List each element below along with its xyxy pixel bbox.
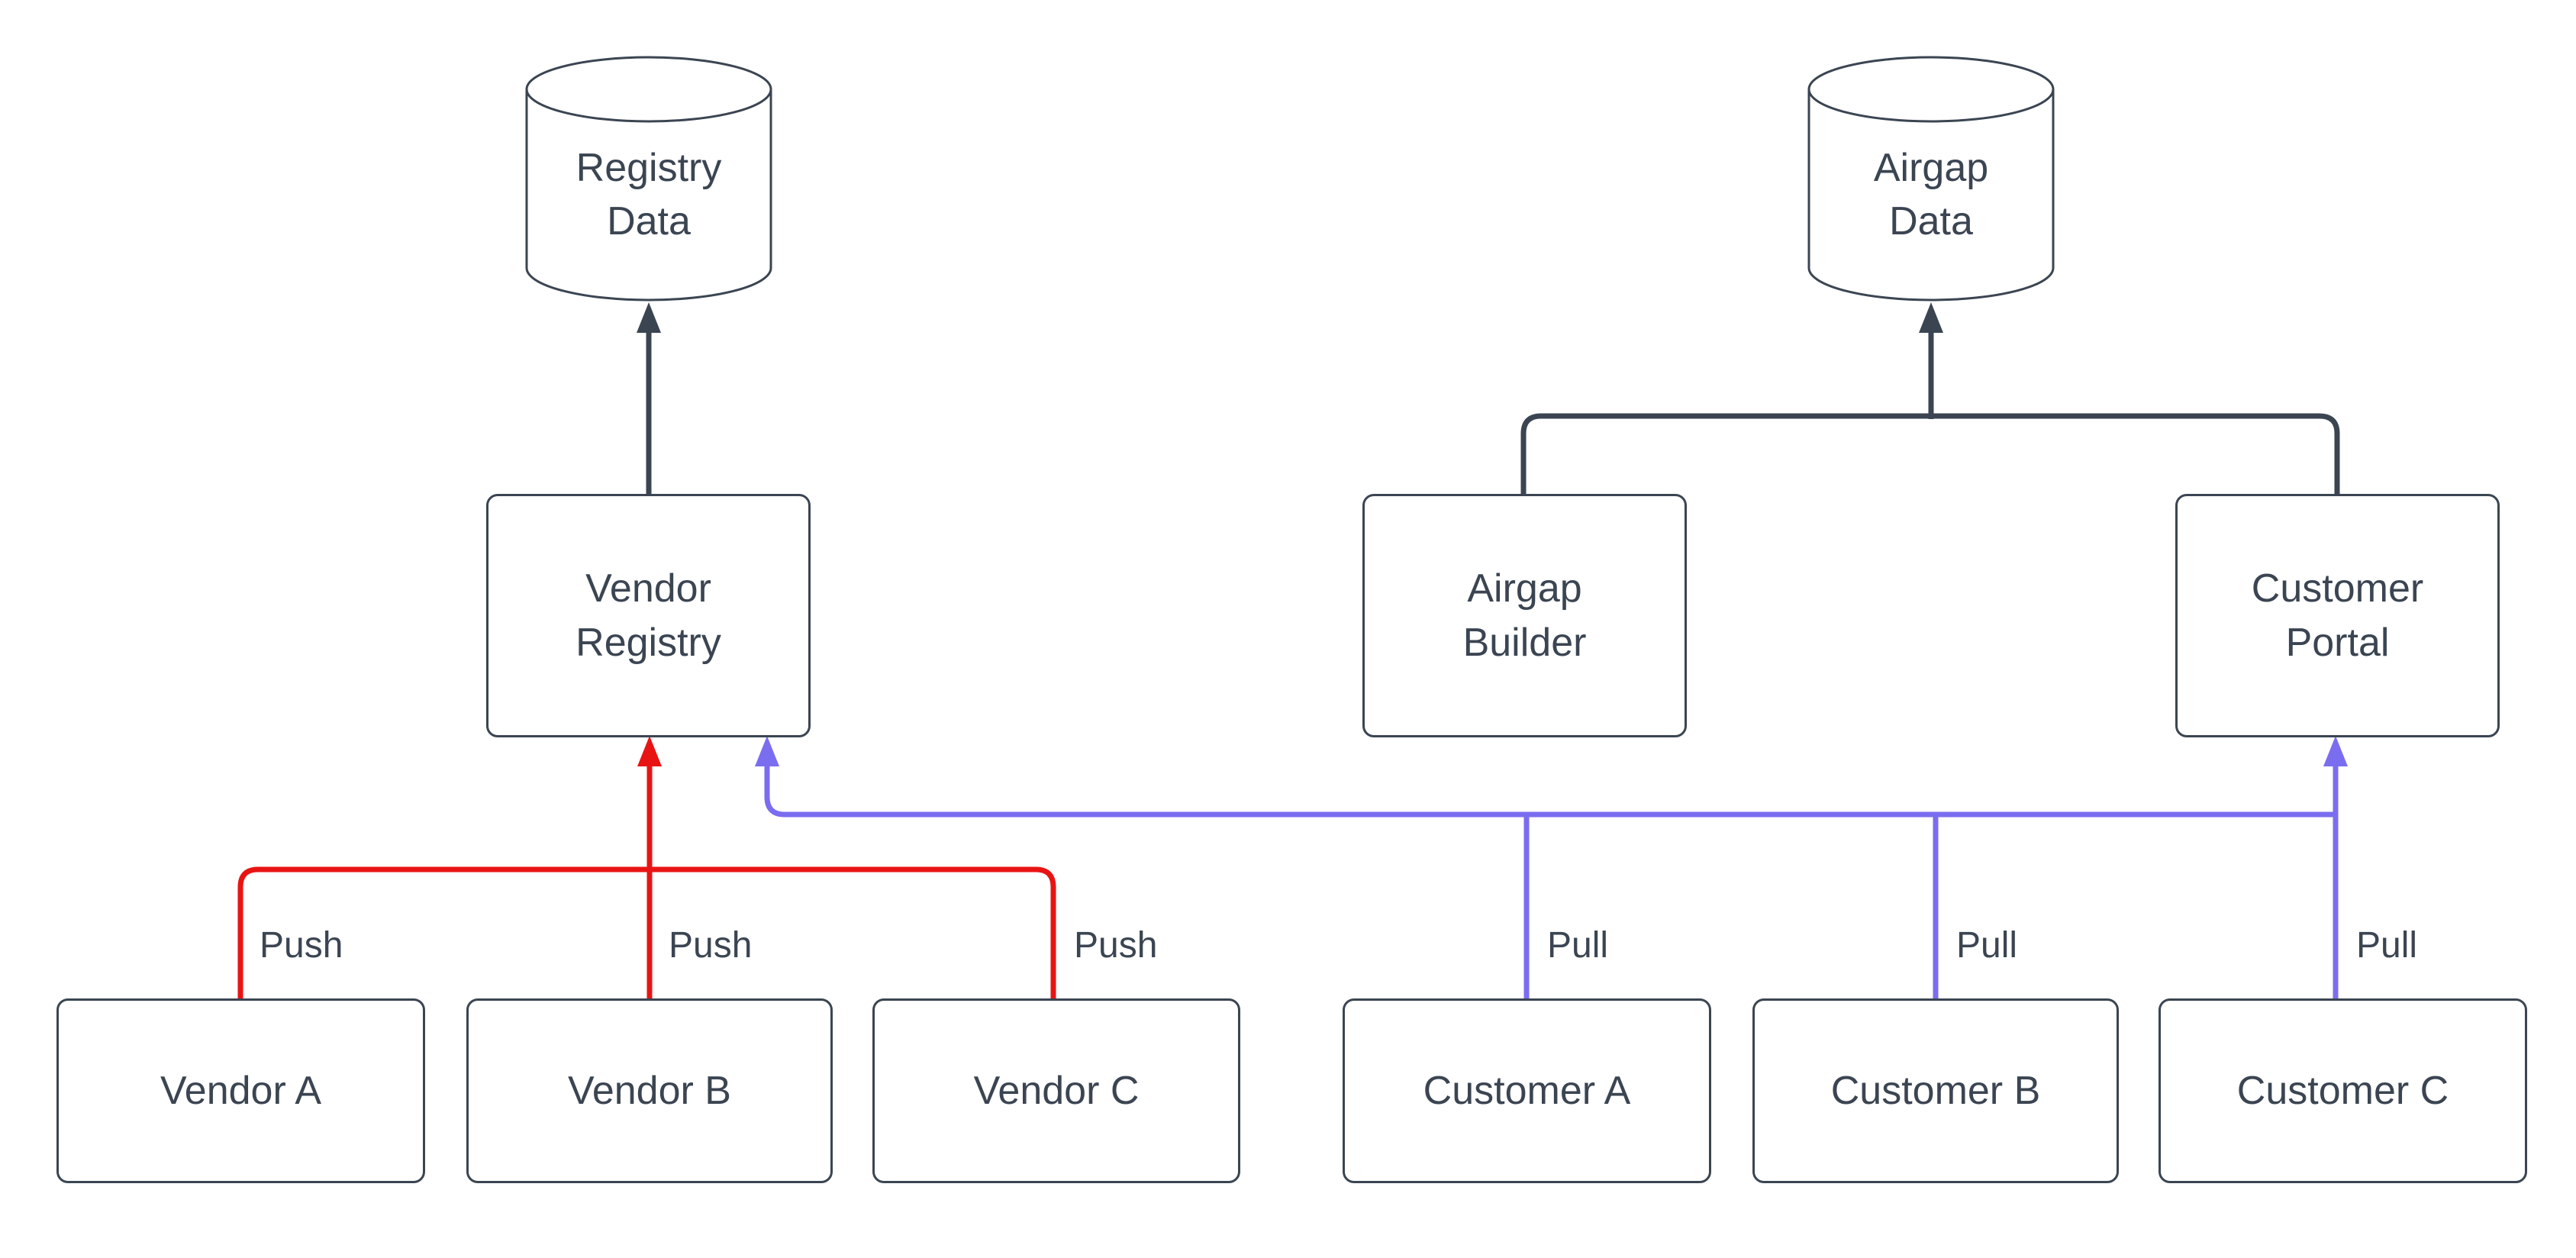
edge-label-push-vendor-a: Push <box>260 925 343 966</box>
node-customer-b: Customer B <box>1752 998 2119 1183</box>
cylinder-body-registry-data <box>525 89 772 302</box>
arrowhead-pull-vendor-registry <box>755 736 779 766</box>
node-label: Vendor A <box>160 1068 322 1113</box>
edge-push-to-vendor-registry <box>637 736 662 998</box>
edge-label-pull-customer-b: Pull <box>1956 925 2018 966</box>
node-airgap-builder: Airgap Builder <box>1362 494 1687 737</box>
node-vendor-b: Vendor B <box>466 998 833 1183</box>
node-registry-data-shape <box>525 56 772 302</box>
node-label: Vendor C <box>973 1068 1140 1113</box>
edge-line-pull-trunk <box>764 765 2336 818</box>
edge-label-push-vendor-b: Push <box>669 925 753 966</box>
cylinder-top-registry-data <box>525 56 772 123</box>
node-vendor-a: Vendor A <box>56 998 425 1183</box>
arrowhead-pull-customer-portal <box>2323 736 2348 766</box>
edge-vendor-registry-to-registry-data <box>637 302 661 494</box>
node-customer-c: Customer C <box>2158 998 2527 1183</box>
edge-label-push-vendor-c: Push <box>1074 925 1158 966</box>
node-label: Customer Portal <box>2251 566 2424 665</box>
node-customer-a: Customer A <box>1343 998 1711 1183</box>
arrowhead-registry-data <box>637 302 661 333</box>
arrowhead-push-vendor-registry <box>637 736 662 766</box>
cylinder-top-airgap-data <box>1807 56 2055 123</box>
node-vendor-c: Vendor C <box>872 998 1240 1183</box>
edge-line-airgap-bracket <box>1520 413 2340 494</box>
node-customer-portal: Customer Portal <box>2175 494 2500 737</box>
node-vendor-registry: Vendor Registry <box>486 494 811 737</box>
node-label: Vendor B <box>568 1068 731 1113</box>
node-label: Airgap Builder <box>1462 566 1587 665</box>
edge-label-pull-customer-c: Pull <box>2356 925 2418 966</box>
arrowhead-airgap-data <box>1919 302 1943 333</box>
node-airgap-data-shape <box>1807 56 2055 302</box>
edge-pull-to-customer-portal <box>2323 736 2348 998</box>
edge-label-pull-customer-a: Pull <box>1547 925 1609 966</box>
cylinder-body-airgap-data <box>1807 89 2055 302</box>
edge-airgap-bracket-to-airgap-data <box>1520 302 2340 494</box>
node-label: Vendor Registry <box>575 566 721 665</box>
node-label: Customer B <box>1830 1068 2041 1113</box>
node-label: Customer C <box>2236 1068 2449 1113</box>
node-label: Customer A <box>1423 1068 1631 1113</box>
edge-pull-trunk <box>755 736 2336 818</box>
